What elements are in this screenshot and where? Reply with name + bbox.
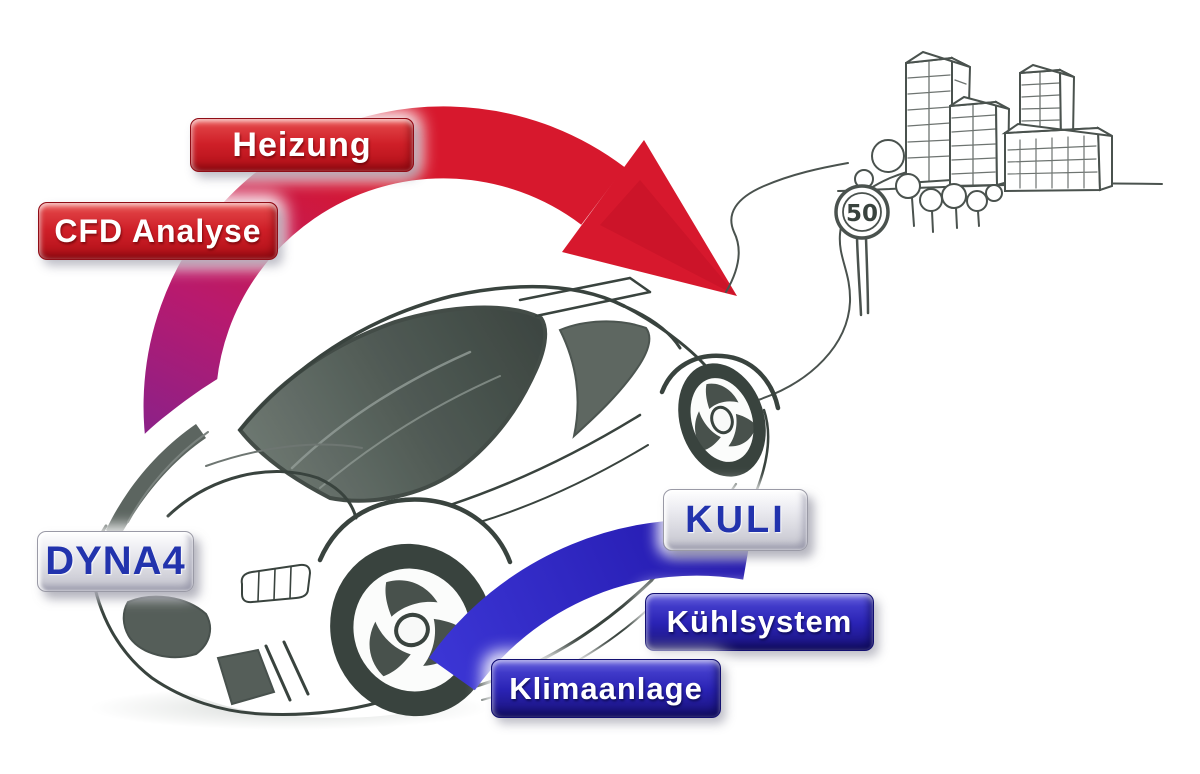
kuli-label: KULI bbox=[663, 489, 808, 551]
thermal-cycle-hot-arc bbox=[143, 106, 737, 490]
building-tower-3 bbox=[1019, 63, 1076, 143]
kuehlsystem-label: Kühlsystem bbox=[645, 593, 874, 651]
car-sketch bbox=[85, 276, 781, 730]
dyna4-label: DYNA4 bbox=[37, 531, 194, 592]
heizung-label: Heizung bbox=[190, 118, 414, 172]
kuli-label-text: KULI bbox=[685, 498, 786, 541]
klimaanlage-label: Klimaanlage bbox=[491, 659, 721, 718]
road-sketch bbox=[725, 162, 951, 401]
speed-limit-sign: 50 bbox=[834, 184, 890, 317]
cfd-analyse-label: CFD Analyse bbox=[38, 202, 278, 260]
trees bbox=[854, 139, 1003, 233]
speed-limit-value: 50 bbox=[846, 201, 878, 227]
cfd-analyse-label-text: CFD Analyse bbox=[54, 212, 262, 249]
heizung-label-text: Heizung bbox=[232, 125, 372, 164]
building-tower-2 bbox=[949, 95, 1011, 188]
dyna4-label-text: DYNA4 bbox=[45, 539, 186, 583]
klimaanlage-label-text: Klimaanlage bbox=[509, 670, 703, 706]
building-wide bbox=[1001, 122, 1113, 193]
rear-wheel bbox=[678, 363, 766, 477]
city-sketch: 50 bbox=[725, 50, 1163, 401]
kuehlsystem-label-text: Kühlsystem bbox=[666, 604, 853, 639]
